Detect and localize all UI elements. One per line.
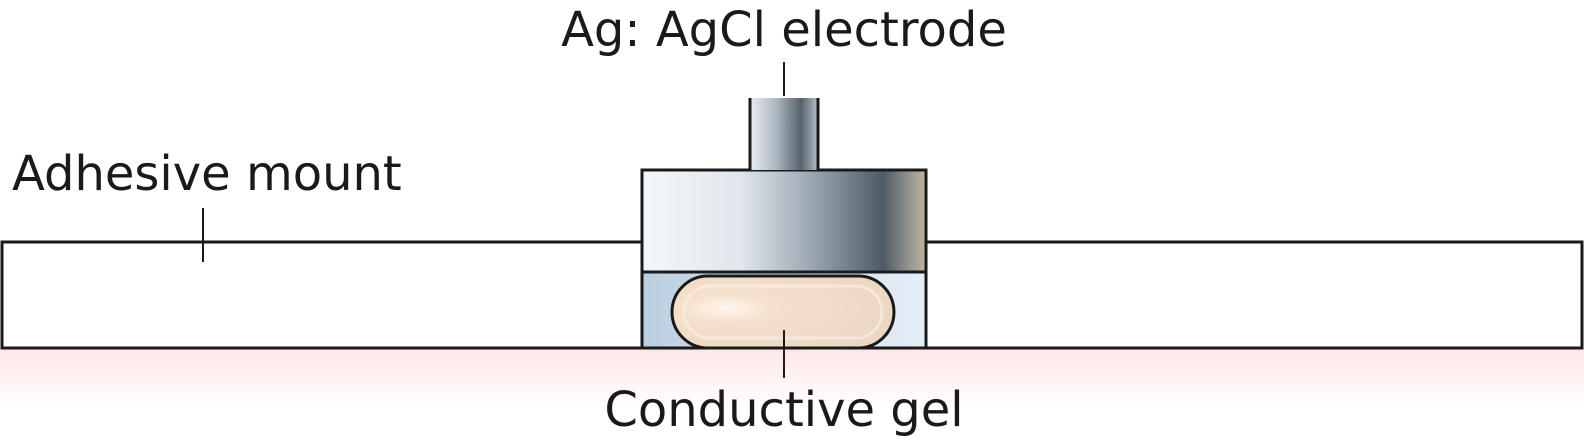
skin-surface (0, 348, 1584, 408)
electrode-stem (750, 98, 818, 170)
electrode-cap (640, 168, 928, 274)
gel-label: Conductive gel (604, 382, 963, 438)
mount-label: Adhesive mount (12, 146, 402, 202)
electrode-label: Ag: AgCl electrode (561, 2, 1007, 58)
